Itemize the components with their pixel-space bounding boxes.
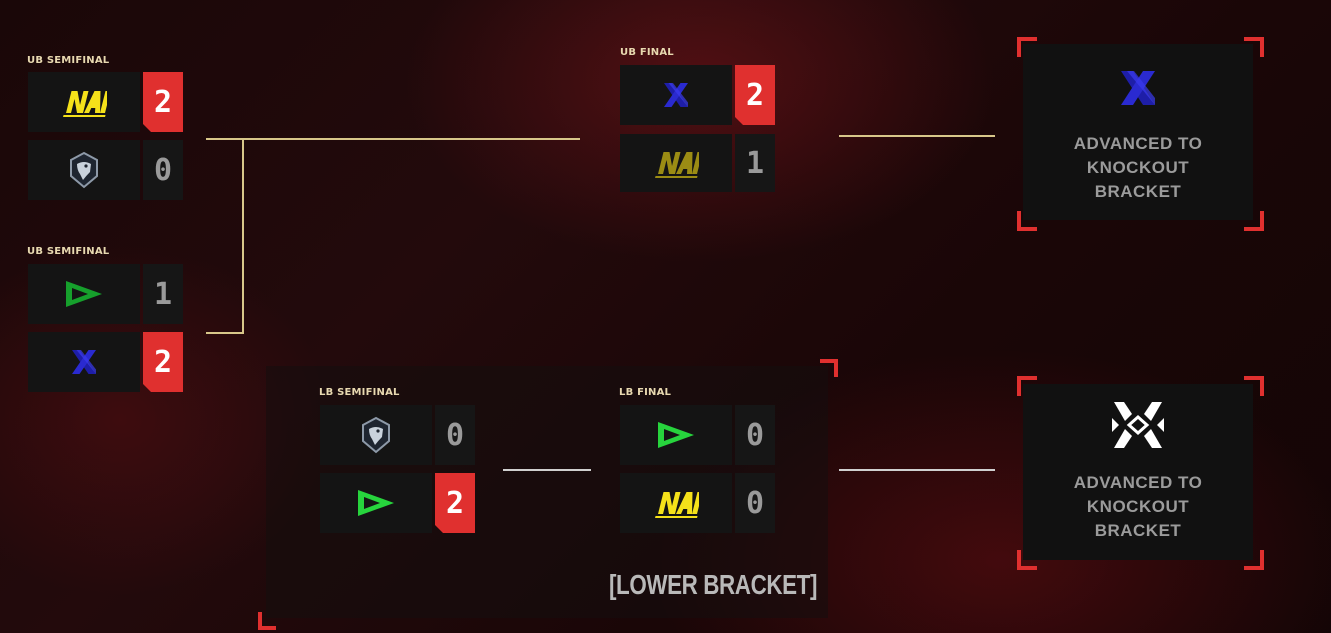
- team-x-slot[interactable]: [620, 65, 732, 125]
- corner-accent: [1017, 376, 1037, 396]
- connector-line: [206, 138, 580, 140]
- advanced-line: KNOCKOUT: [1086, 158, 1190, 177]
- ub-final-label: UB FINAL: [620, 47, 674, 58]
- team-navi-slot[interactable]: [620, 134, 732, 192]
- loud-logo-icon: [658, 422, 694, 448]
- advanced-line: ADVANCED TO: [1073, 473, 1203, 492]
- ub-semifinal-1-label: UB SEMIFINAL: [27, 55, 110, 66]
- score-cell: 2: [435, 473, 475, 533]
- team-loud-slot[interactable]: [320, 473, 432, 533]
- connector-line: [503, 469, 591, 471]
- score-cell: 0: [735, 405, 775, 465]
- ub-semifinal-2-label: UB SEMIFINAL: [27, 246, 110, 257]
- corner-accent: [1244, 37, 1264, 57]
- corner-accent: [1017, 37, 1037, 57]
- advanced-line: BRACKET: [1094, 182, 1182, 201]
- connector-line: [839, 469, 995, 471]
- corner-accent: [258, 612, 276, 630]
- team-navi-slot[interactable]: [620, 473, 732, 533]
- team-navi-slot[interactable]: [28, 72, 140, 132]
- liquid-logo-icon: [362, 416, 390, 454]
- x-logo-icon: [72, 350, 96, 374]
- advanced-text-top: ADVANCED TO KNOCKOUT BRACKET: [1023, 132, 1253, 204]
- corner-accent: [1244, 376, 1264, 396]
- corner-accent: [1244, 550, 1264, 570]
- corner-accent: [1017, 211, 1037, 231]
- result-panel-top: [1023, 44, 1253, 220]
- lb-semifinal-label: LB SEMIFINAL: [319, 387, 400, 398]
- advanced-text-bottom: ADVANCED TO KNOCKOUT BRACKET: [1023, 471, 1253, 543]
- connector-line: [206, 332, 244, 334]
- corner-accent: [1244, 211, 1264, 231]
- result-panel-bottom: [1023, 384, 1253, 560]
- corner-accent: [1017, 550, 1037, 570]
- advanced-line: ADVANCED TO: [1073, 134, 1203, 153]
- lb-final-label: LB FINAL: [619, 387, 672, 398]
- score-cell: 0: [143, 140, 183, 200]
- vct-logo-icon: [1108, 394, 1168, 460]
- x-logo-icon: [1118, 68, 1158, 112]
- advanced-line: BRACKET: [1094, 521, 1182, 540]
- team-liquid-slot[interactable]: [320, 405, 432, 465]
- team-loud-slot[interactable]: [620, 405, 732, 465]
- score-cell: 1: [735, 134, 775, 192]
- loud-logo-icon: [66, 281, 102, 307]
- score-cell: 1: [143, 264, 183, 324]
- score-cell: 2: [143, 72, 183, 132]
- advanced-line: KNOCKOUT: [1086, 497, 1190, 516]
- team-x-slot[interactable]: [28, 332, 140, 392]
- liquid-logo-icon: [70, 151, 98, 189]
- navi-logo-icon: [655, 152, 699, 178]
- score-cell: 0: [435, 405, 475, 465]
- x-logo-icon: [664, 83, 688, 107]
- team-liquid-slot[interactable]: [28, 140, 140, 200]
- connector-line: [839, 135, 995, 137]
- navi-logo-icon: [655, 492, 699, 518]
- loud-logo-icon: [358, 490, 394, 516]
- connector-line: [242, 138, 244, 334]
- navi-logo-icon: [63, 91, 107, 117]
- lower-bracket-title: [LOWER BRACKET]: [609, 569, 818, 600]
- score-cell: 2: [143, 332, 183, 392]
- team-loud-slot[interactable]: [28, 264, 140, 324]
- score-cell: 0: [735, 473, 775, 533]
- corner-accent: [820, 359, 838, 377]
- score-cell: 2: [735, 65, 775, 125]
